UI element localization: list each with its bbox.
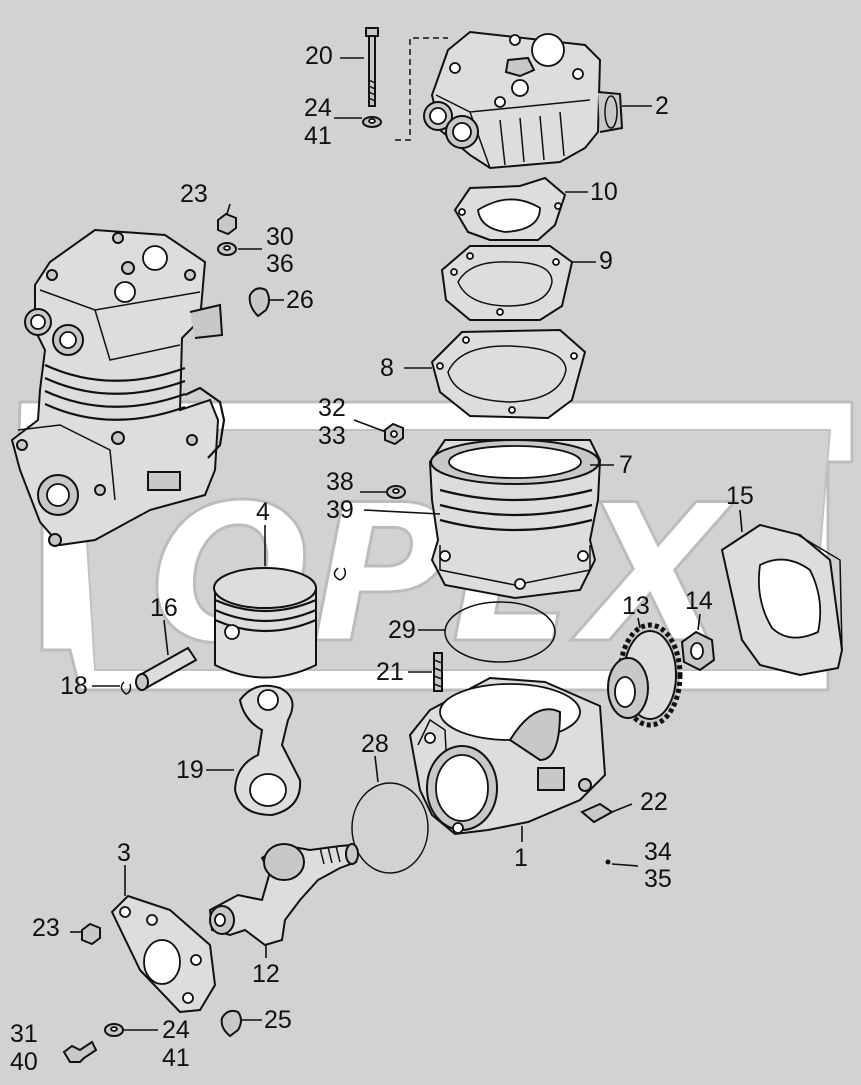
part-12-crankshaft	[208, 843, 359, 947]
assembly-line-head	[395, 37, 448, 141]
callout-33: 33	[318, 422, 346, 450]
part-15-flange-cover	[720, 523, 844, 677]
callout-23b: 23	[32, 914, 60, 942]
callout-18: 18	[60, 672, 88, 700]
part-circlip-right	[333, 567, 347, 581]
part-20-bolt	[365, 27, 379, 107]
callout-8: 8	[380, 354, 394, 382]
assembled-compressor	[10, 228, 226, 547]
callout-38: 38	[326, 468, 354, 496]
part-32-33-nut	[384, 422, 404, 446]
part-26-clip	[248, 287, 270, 318]
part-30-36-washer	[217, 242, 237, 256]
part-14-nut	[680, 630, 716, 672]
callout-40: 40	[10, 1048, 38, 1076]
part-23-nut-top	[217, 212, 237, 236]
part-29-o-ring	[444, 601, 556, 663]
callout-14: 14	[685, 587, 713, 615]
callout-19: 19	[176, 756, 204, 784]
callout-4: 4	[256, 498, 270, 526]
part-9-valve-plate	[440, 245, 574, 321]
callout-7: 7	[619, 451, 633, 479]
part-24-41-washer-top	[362, 116, 382, 128]
leader-lines	[70, 57, 743, 1031]
callout-20: 20	[305, 42, 333, 70]
part-16-piston-pin	[135, 646, 198, 691]
part-18-circlip	[120, 681, 132, 695]
part-10-gasket	[453, 176, 567, 241]
callout-9: 9	[599, 247, 613, 275]
callout-30: 30	[266, 223, 294, 251]
callout-23: 23	[180, 180, 208, 208]
part-24-41-washer-bottom	[104, 1023, 124, 1037]
callout-22: 22	[640, 788, 668, 816]
part-19-connecting-rod	[233, 684, 302, 817]
part-8-gasket	[430, 328, 587, 420]
part-7-cylinder	[428, 439, 602, 600]
part-25-clip	[220, 1009, 242, 1038]
callout-31: 31	[10, 1020, 38, 1048]
callout-35: 35	[644, 865, 672, 893]
callout-34: 34	[644, 838, 672, 866]
callout-24b: 24	[162, 1016, 190, 1044]
part-31-40-bolt	[62, 1040, 98, 1063]
callout-32: 32	[318, 394, 346, 422]
callout-41b: 41	[162, 1044, 190, 1072]
callout-39: 39	[326, 496, 354, 524]
part-22-plate	[580, 802, 614, 824]
callout-3: 3	[117, 839, 131, 867]
callout-26: 26	[286, 286, 314, 314]
callout-10: 10	[590, 178, 618, 206]
callout-29: 29	[388, 616, 416, 644]
callout-36: 36	[266, 250, 294, 278]
part-23-nut-bottom	[81, 922, 101, 946]
part-3-end-cover	[110, 894, 217, 1014]
callout-28: 28	[361, 730, 389, 758]
callout-15: 15	[726, 482, 754, 510]
callout-16: 16	[150, 594, 178, 622]
part-34-35-pin	[605, 859, 611, 865]
part-1-crankcase	[408, 676, 607, 836]
callout-41: 41	[304, 122, 332, 150]
callout-13: 13	[622, 592, 650, 620]
callout-25: 25	[264, 1006, 292, 1034]
callout-12: 12	[252, 960, 280, 988]
callout-2: 2	[655, 92, 669, 120]
part-2-cylinder-head	[423, 30, 624, 170]
callout-1: 1	[514, 844, 528, 872]
part-21-stud	[433, 652, 443, 692]
part-38-39-washer	[386, 485, 406, 499]
callout-24: 24	[304, 94, 332, 122]
part-28-o-ring	[351, 782, 429, 874]
callout-21: 21	[376, 658, 404, 686]
part-13-gear	[607, 622, 683, 728]
part-4-piston	[213, 567, 317, 679]
